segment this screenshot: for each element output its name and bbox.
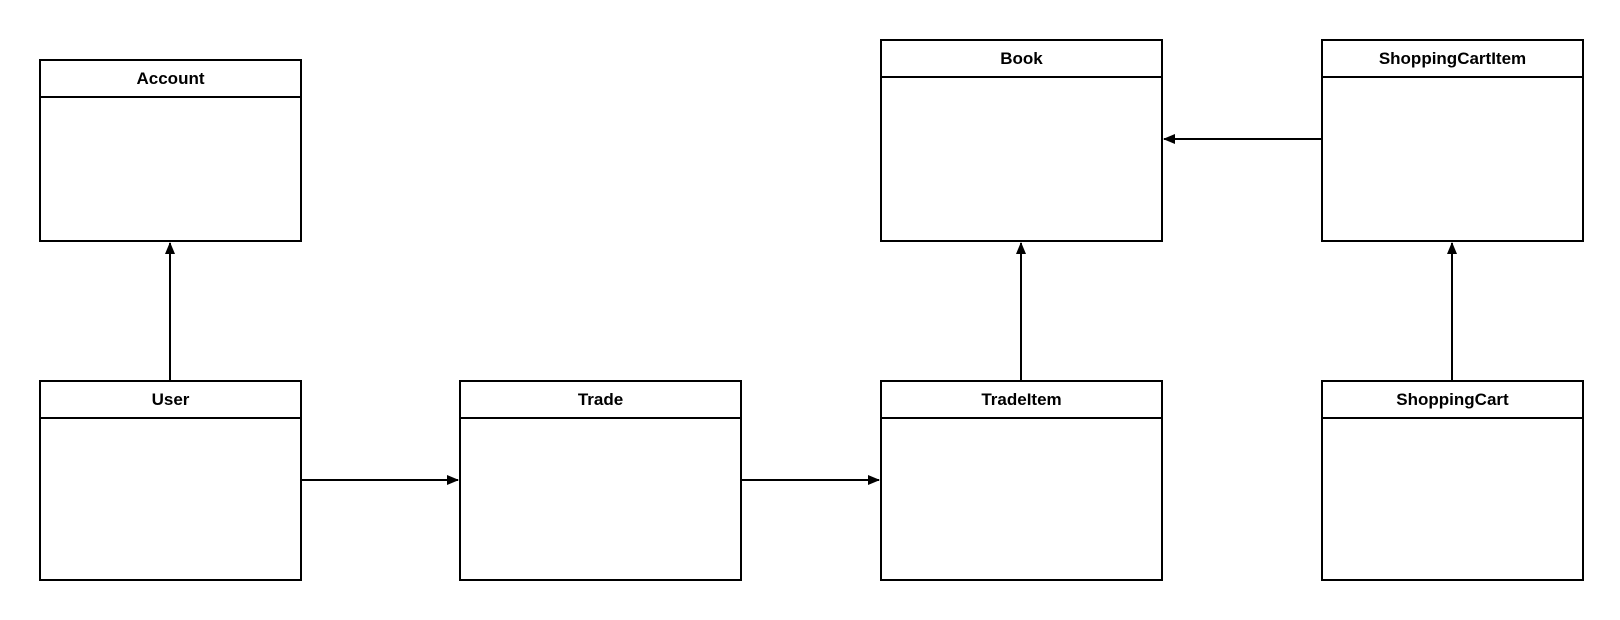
class-shoppingcart[interactable]: ShoppingCart [1321, 380, 1584, 581]
class-book[interactable]: Book [880, 39, 1163, 242]
class-tradeitem-name: TradeItem [882, 382, 1161, 419]
class-account[interactable]: Account [39, 59, 302, 242]
class-shoppingcart-name: ShoppingCart [1323, 382, 1582, 419]
class-user[interactable]: User [39, 380, 302, 581]
class-book-name: Book [882, 41, 1161, 78]
class-user-name: User [41, 382, 300, 419]
class-shoppingcartitem-name: ShoppingCartItem [1323, 41, 1582, 78]
class-trade-name: Trade [461, 382, 740, 419]
class-shoppingcartitem[interactable]: ShoppingCartItem [1321, 39, 1584, 242]
class-account-name: Account [41, 61, 300, 98]
class-trade[interactable]: Trade [459, 380, 742, 581]
class-tradeitem[interactable]: TradeItem [880, 380, 1163, 581]
